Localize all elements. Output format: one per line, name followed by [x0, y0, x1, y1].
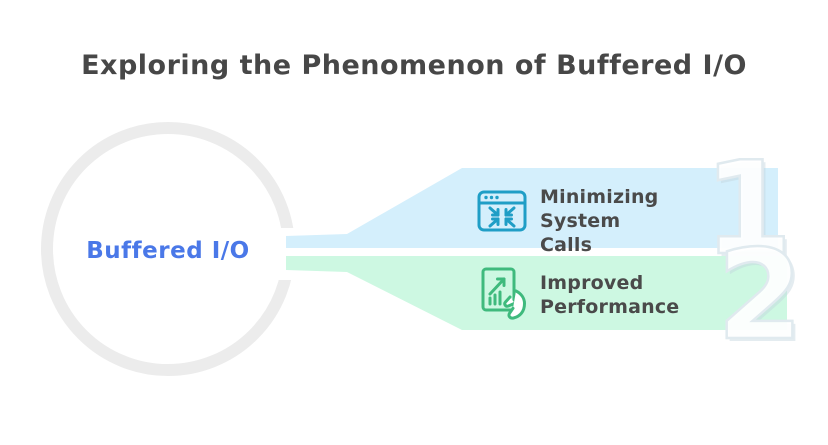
funnel-band-2	[286, 256, 787, 330]
item-2-label: Improved Performance	[540, 272, 680, 318]
page-title: Exploring the Phenomenon of Buffered I/O	[81, 50, 747, 81]
window-dots	[484, 195, 499, 200]
step-number-1: 1	[702, 135, 794, 284]
step-number-2: 2	[716, 224, 805, 368]
magnifier-label: Buffered I/O	[86, 238, 250, 264]
performance-growth-icon	[481, 267, 526, 320]
funnel-band-1	[286, 168, 778, 248]
item-1-label: Minimizing System Calls	[540, 186, 659, 256]
minimize-window-icon	[477, 190, 527, 232]
